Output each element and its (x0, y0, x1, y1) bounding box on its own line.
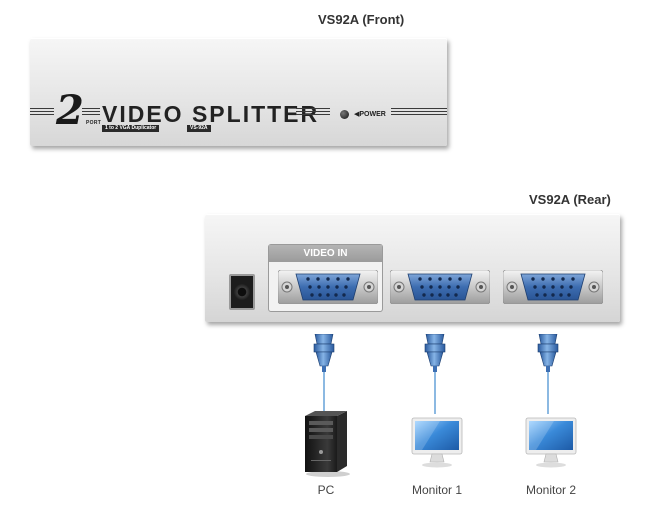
model-tag: VS-92A (187, 125, 211, 132)
vga-cable-monitor-2 (537, 334, 559, 414)
device-label-monitor-1: Monitor 1 (411, 483, 463, 497)
front-panel: 2 PORT VIDEO SPLITTER 1 to 2 VGA Duplica… (30, 38, 447, 146)
power-label-text: POWER (359, 111, 386, 118)
front-stripes-mid (82, 108, 100, 116)
monitor-2-icon (525, 417, 577, 468)
brand-title: VIDEO SPLITTER (102, 101, 320, 127)
device-label-monitor-2: Monitor 2 (525, 483, 577, 497)
power-jack-icon (229, 274, 255, 310)
vga-cable-monitor-1 (424, 334, 446, 414)
vga-port-output-2-icon (503, 270, 603, 304)
power-jack-hole (234, 284, 250, 300)
front-stripes-right (296, 108, 330, 116)
port-word: PORT (86, 120, 102, 126)
pc-tower-icon (305, 411, 350, 477)
power-led-icon (340, 110, 349, 119)
front-stripes-left (30, 108, 54, 116)
rear-title: VS92A (Rear) (529, 192, 611, 207)
device-label-pc: PC (317, 483, 335, 497)
power-label: ◀POWER (354, 111, 386, 118)
rear-panel: VIDEO IN (205, 214, 620, 322)
vga-port-output-1-icon (390, 270, 490, 304)
front-title: VS92A (Front) (318, 12, 405, 27)
vga-cable-pc (313, 334, 335, 414)
video-in-label: VIDEO IN (269, 245, 382, 262)
tagline-tag: 1 to 2 VGA Duplicator (102, 125, 160, 132)
monitor-1-icon (411, 417, 463, 468)
port-number: 2 (56, 87, 84, 134)
front-stripes-end (391, 108, 447, 116)
vga-port-input-icon (278, 270, 378, 304)
